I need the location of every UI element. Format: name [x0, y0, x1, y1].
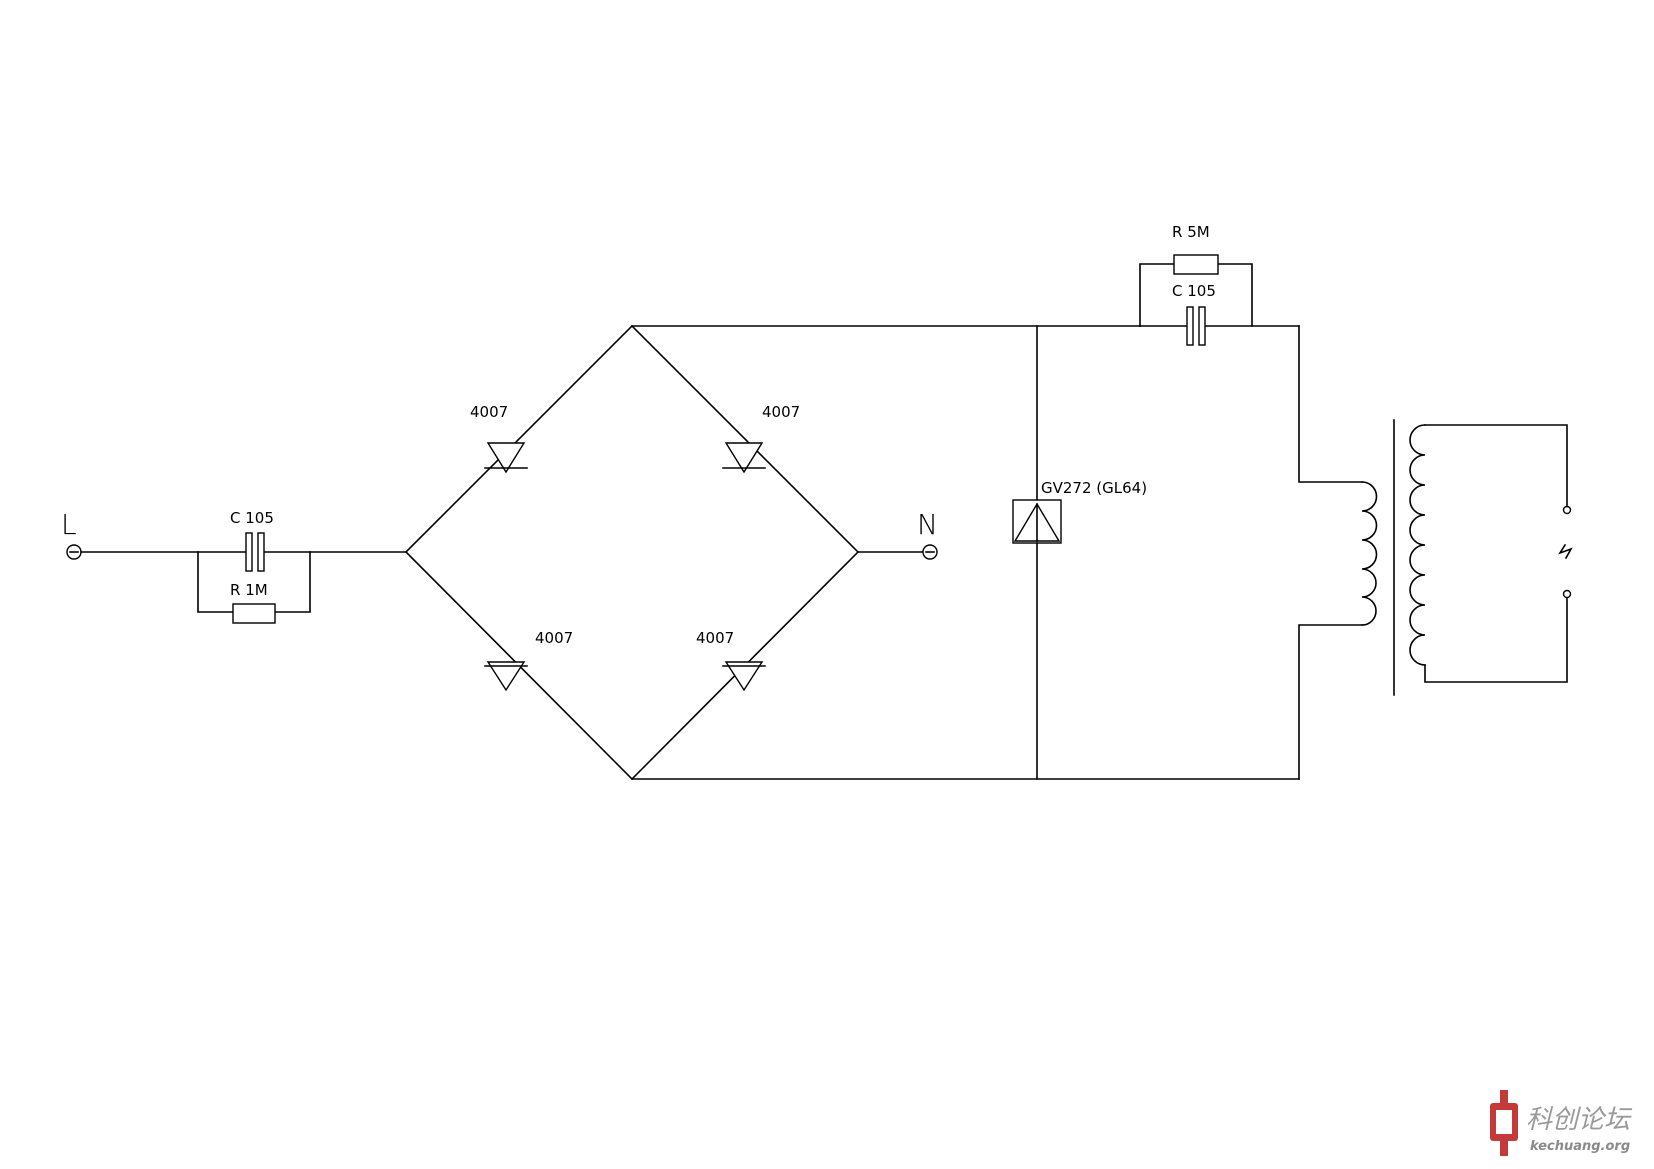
diode-upper-right-label: 4007 [762, 403, 800, 421]
input-capacitor-label: C 105 [230, 509, 274, 527]
diode-lower-left-label: 4007 [535, 629, 573, 647]
watermark-url: kechuang.org [1530, 1139, 1630, 1154]
bridge-rectifier: 4007 4007 4007 4007 [404, 324, 860, 781]
top-resistor-label: R 5M [1172, 223, 1210, 241]
input-resistor-label: R 1M [230, 581, 268, 599]
input-capacitor-plate [245, 532, 253, 572]
terminal-n-label: N [917, 508, 938, 541]
top-capacitor-label: C 105 [1172, 282, 1216, 300]
input-resistor [232, 603, 276, 624]
diode-lower-right-label: 4007 [696, 629, 734, 647]
diode-upper-left [484, 442, 528, 474]
watermark: 科创论坛 kechuang.org [1490, 1090, 1633, 1156]
top-rc-network: R 5M C 105 [1139, 223, 1300, 346]
terminal-l: L [61, 508, 82, 560]
primary-coil [1361, 481, 1378, 626]
discharge-tube-label: GV272 (GL64) [1041, 479, 1147, 497]
discharge-tube: GV272 (GL64) [1012, 325, 1147, 780]
input-rc-network: C 105 R 1M [197, 509, 311, 624]
diode-lower-right [722, 661, 766, 692]
watermark-chinese: 科创论坛 [1526, 1105, 1633, 1135]
terminal-l-label: L [61, 508, 77, 541]
diode-lower-left [484, 661, 528, 692]
secondary-coil [1409, 424, 1426, 666]
spark-gap [1558, 505, 1573, 599]
input-capacitor-plate [257, 532, 265, 572]
top-capacitor-plate [1186, 306, 1194, 346]
diode-upper-right [722, 442, 766, 474]
terminal-n: N [917, 508, 938, 560]
transformer [1298, 325, 1573, 780]
top-resistor [1173, 254, 1219, 275]
watermark-logo [1490, 1090, 1518, 1156]
diode-upper-left-label: 4007 [470, 403, 508, 421]
top-capacitor-plate [1198, 306, 1206, 346]
